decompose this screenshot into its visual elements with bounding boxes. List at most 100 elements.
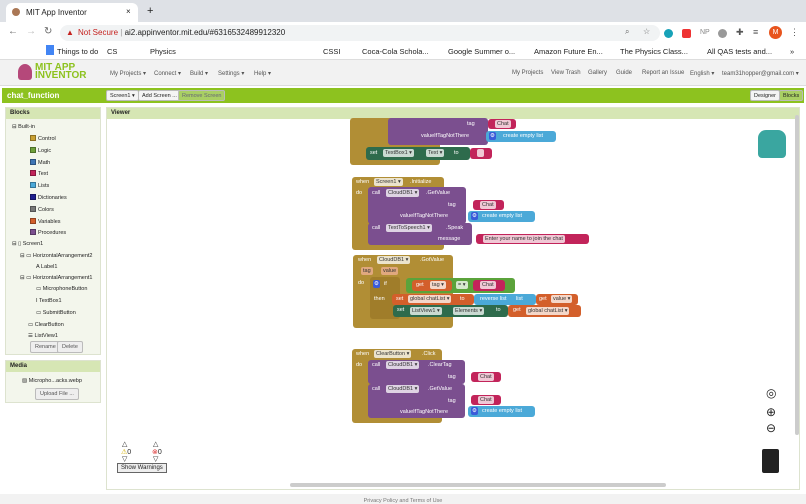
zoom-in-icon[interactable]: ⊕ xyxy=(766,405,777,419)
bookmark[interactable]: Amazon Future En... xyxy=(534,47,603,56)
profile-avatar[interactable]: M xyxy=(769,26,782,39)
remove-screen-button[interactable]: Remove Screen xyxy=(178,90,226,101)
builtin-variables[interactable]: Variables xyxy=(30,217,61,225)
menu-help[interactable]: Help ▾ xyxy=(254,71,272,77)
new-tab-icon[interactable]: + xyxy=(147,5,154,17)
more-bookmarks-icon[interactable]: » xyxy=(790,47,795,56)
puzzle-icon[interactable]: ✚ xyxy=(736,27,744,37)
tree-microphonebutton[interactable]: ▭ MicrophoneButton xyxy=(36,286,88,292)
bookmark[interactable]: Physics xyxy=(150,47,176,56)
account-menu[interactable]: team31hopper@gmail.com ▾ xyxy=(722,71,799,77)
link-guide[interactable]: Guide xyxy=(616,70,633,76)
text-block[interactable]: Chat xyxy=(488,119,516,129)
bookmark[interactable]: Google Summer o... xyxy=(448,47,516,56)
builtin-math[interactable]: Math xyxy=(30,158,50,166)
builtin-text[interactable]: Text xyxy=(30,170,48,177)
create-empty-list-block[interactable]: ⚙create empty list xyxy=(486,131,556,142)
vertical-scrollbar[interactable] xyxy=(795,115,799,435)
link-gallery[interactable]: Gallery xyxy=(588,70,608,76)
trash-icon[interactable] xyxy=(762,449,779,473)
menu-my-projects[interactable]: My Projects ▾ xyxy=(110,71,147,77)
error-next-icon[interactable]: ▽ xyxy=(153,456,159,463)
text-block[interactable]: Enter your name to join the chat xyxy=(476,234,589,244)
menu-connect[interactable]: Connect ▾ xyxy=(154,71,182,77)
privacy-link[interactable]: Privacy Policy and Terms of Use xyxy=(0,494,806,504)
bookmark[interactable]: CS xyxy=(107,47,118,56)
link-report-issue[interactable]: Report an Issue xyxy=(642,70,685,76)
zoom-out-icon[interactable]: ⊖ xyxy=(766,421,777,435)
bookmark[interactable]: Coca-Cola Schola... xyxy=(362,47,429,56)
browser-tab[interactable]: MIT App Inventor × xyxy=(6,3,138,22)
tree-horizontalarrangement2[interactable]: ⊟ ▭ HorizontalArrangement2 xyxy=(20,253,93,259)
bookmark[interactable]: All QAS tests and... xyxy=(707,47,773,56)
screen-dropdown[interactable]: Screen1 ▾ xyxy=(106,90,139,101)
star-icon[interactable]: ☆ xyxy=(643,27,651,36)
bookmark[interactable]: The Physics Class... xyxy=(620,47,688,56)
media-file[interactable]: ▨ Micropho...acks.webp xyxy=(22,378,82,384)
text-block[interactable]: Chat xyxy=(473,200,504,210)
extension-icon[interactable]: NP xyxy=(700,29,710,36)
tree-builtin[interactable]: ⊟ Built-in xyxy=(12,124,35,130)
back-icon[interactable]: ← xyxy=(8,26,18,37)
text-block[interactable]: Chat xyxy=(471,395,501,405)
show-warnings-button[interactable]: Show Warnings xyxy=(117,463,167,473)
menu-build[interactable]: Build ▾ xyxy=(190,71,209,77)
link-my-projects[interactable]: My Projects xyxy=(512,70,544,76)
horizontal-scrollbar[interactable] xyxy=(290,483,666,487)
tree-label1[interactable]: A Label1 xyxy=(36,264,58,270)
bookmark[interactable]: CSSI xyxy=(323,47,341,56)
builtin-dictionaries[interactable]: Dictionaries xyxy=(30,194,67,201)
extension-icon[interactable] xyxy=(718,29,727,38)
extension-icon[interactable] xyxy=(664,29,673,38)
builtin-lists[interactable]: Lists xyxy=(30,182,49,189)
backpack-icon[interactable] xyxy=(758,130,786,158)
add-screen-button[interactable]: Add Screen ... xyxy=(138,90,181,101)
delete-button[interactable]: Delete xyxy=(57,341,83,353)
upload-file-button[interactable]: Upload File ... xyxy=(35,388,79,400)
forward-icon[interactable]: → xyxy=(26,26,36,37)
link-view-trash[interactable]: View Trash xyxy=(551,70,581,76)
warning-next-icon[interactable]: ▽ xyxy=(122,456,128,463)
warning-prev-icon[interactable]: △ xyxy=(122,441,128,448)
zoom-icon[interactable]: ⌕ xyxy=(625,27,630,36)
tree-screen1[interactable]: ⊟ ▯ Screen1 xyxy=(12,241,44,247)
language-menu[interactable]: English ▾ xyxy=(690,71,715,77)
error-prev-icon[interactable]: △ xyxy=(153,441,159,448)
more-icon[interactable]: ⋮ xyxy=(790,27,799,37)
builtin-colors[interactable]: Colors xyxy=(30,205,54,213)
builtin-logic[interactable]: Logic xyxy=(30,146,51,154)
builtin-procedures[interactable]: Procedures xyxy=(30,229,66,236)
tree-horizontalarrangement1[interactable]: ⊟ ▭ HorizontalArrangement1 xyxy=(20,275,93,281)
tree-textbox1[interactable]: I TextBox1 xyxy=(36,298,62,304)
builtin-control[interactable]: Control xyxy=(30,135,56,142)
tree-clearbutton[interactable]: ▭ ClearButton xyxy=(28,322,64,328)
tree-submitbutton[interactable]: ▭ SubmitButton xyxy=(36,310,76,316)
blocks-button[interactable]: Blocks xyxy=(779,90,804,101)
reading-list-icon[interactable]: ≡ xyxy=(753,27,759,37)
create-empty-list-block[interactable]: ⚙create empty list xyxy=(468,211,535,222)
rename-button[interactable]: Rename xyxy=(30,341,61,353)
bookmark[interactable]: Things to do xyxy=(57,47,99,56)
extension-icon[interactable] xyxy=(682,29,691,38)
recenter-icon[interactable]: ◎ xyxy=(766,386,777,400)
designer-button[interactable]: Designer xyxy=(750,90,781,101)
url-field[interactable]: ▲ Not Secure | ai2.appinventor.mit.edu/#… xyxy=(60,25,660,41)
empty-text-block[interactable] xyxy=(470,148,492,159)
reload-icon[interactable]: ↻ xyxy=(44,26,53,37)
close-tab-icon[interactable]: × xyxy=(126,7,131,16)
tree-listview1[interactable]: ☰ ListView1 xyxy=(28,333,58,339)
getvalue-block[interactable] xyxy=(388,118,488,145)
menu-settings[interactable]: Settings ▾ xyxy=(218,71,245,77)
text-block[interactable]: Chat xyxy=(471,372,501,382)
create-empty-list-block[interactable]: ⚙create empty list xyxy=(468,406,535,417)
